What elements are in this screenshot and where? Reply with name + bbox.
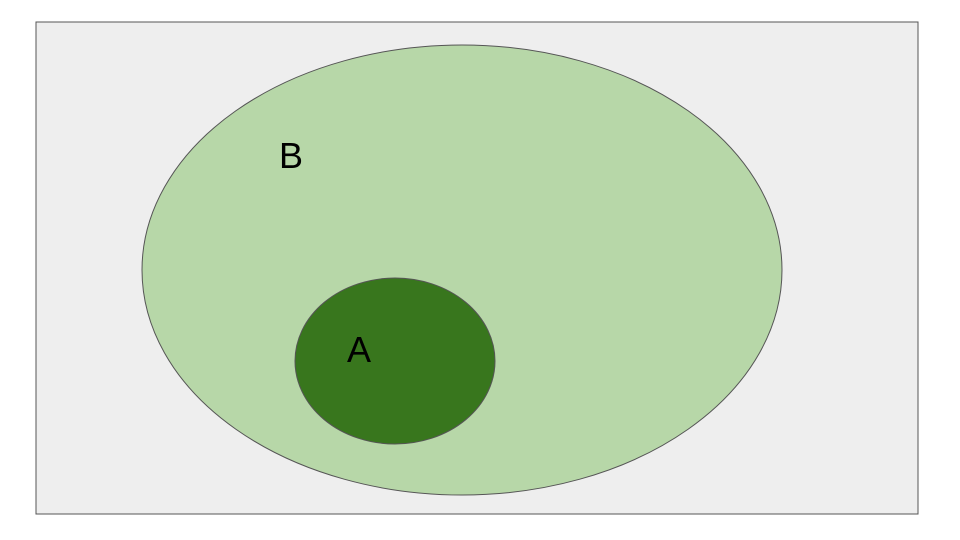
set-b-label: B (279, 135, 303, 176)
set-b-ellipse (141, 44, 783, 496)
set-a-label: A (347, 329, 371, 370)
set-a-ellipse (294, 277, 496, 445)
